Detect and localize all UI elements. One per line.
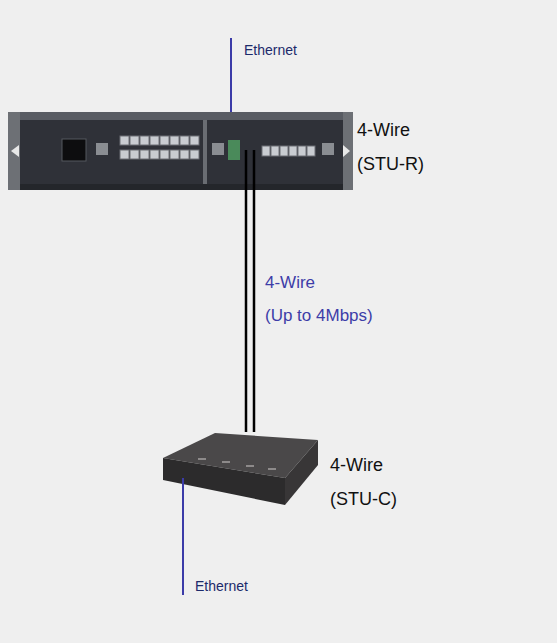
port-label: Ethernet	[244, 41, 297, 59]
wire-stub	[253, 150, 256, 190]
modem-front	[163, 458, 285, 505]
module-port	[212, 143, 224, 155]
device-node: 4-Wire (STU-C)	[160, 432, 320, 505]
device-node: 4-Wire (STU-R)	[15, 110, 347, 190]
modem-leds	[198, 458, 276, 470]
ear-arrow	[11, 145, 19, 157]
port-group	[120, 136, 199, 159]
module-port	[322, 143, 334, 155]
module-divider	[203, 120, 207, 184]
wire-stub	[245, 150, 248, 190]
edge-label: 4-Wire (Up to 4Mbps)	[265, 266, 385, 332]
console-port	[96, 143, 108, 155]
rack-ear	[8, 112, 22, 190]
rack-device	[8, 112, 353, 190]
ear-arrow	[343, 145, 350, 157]
four-wire-line	[246, 190, 254, 432]
ethernet-line	[182, 478, 184, 595]
rack-top	[20, 112, 343, 120]
rack-body	[20, 112, 343, 190]
rack-bottom	[20, 184, 343, 190]
power-socket	[62, 139, 86, 161]
device-label: 4-Wire (STU-R)	[357, 113, 447, 181]
wrap-spacer	[335, 266, 385, 296]
port-label: Ethernet	[195, 577, 248, 595]
device-label: 4-Wire (STU-C)	[330, 448, 420, 516]
modem-side	[285, 440, 318, 505]
port-group	[262, 146, 315, 156]
modem-device	[163, 433, 318, 505]
terminal-block	[228, 140, 240, 160]
